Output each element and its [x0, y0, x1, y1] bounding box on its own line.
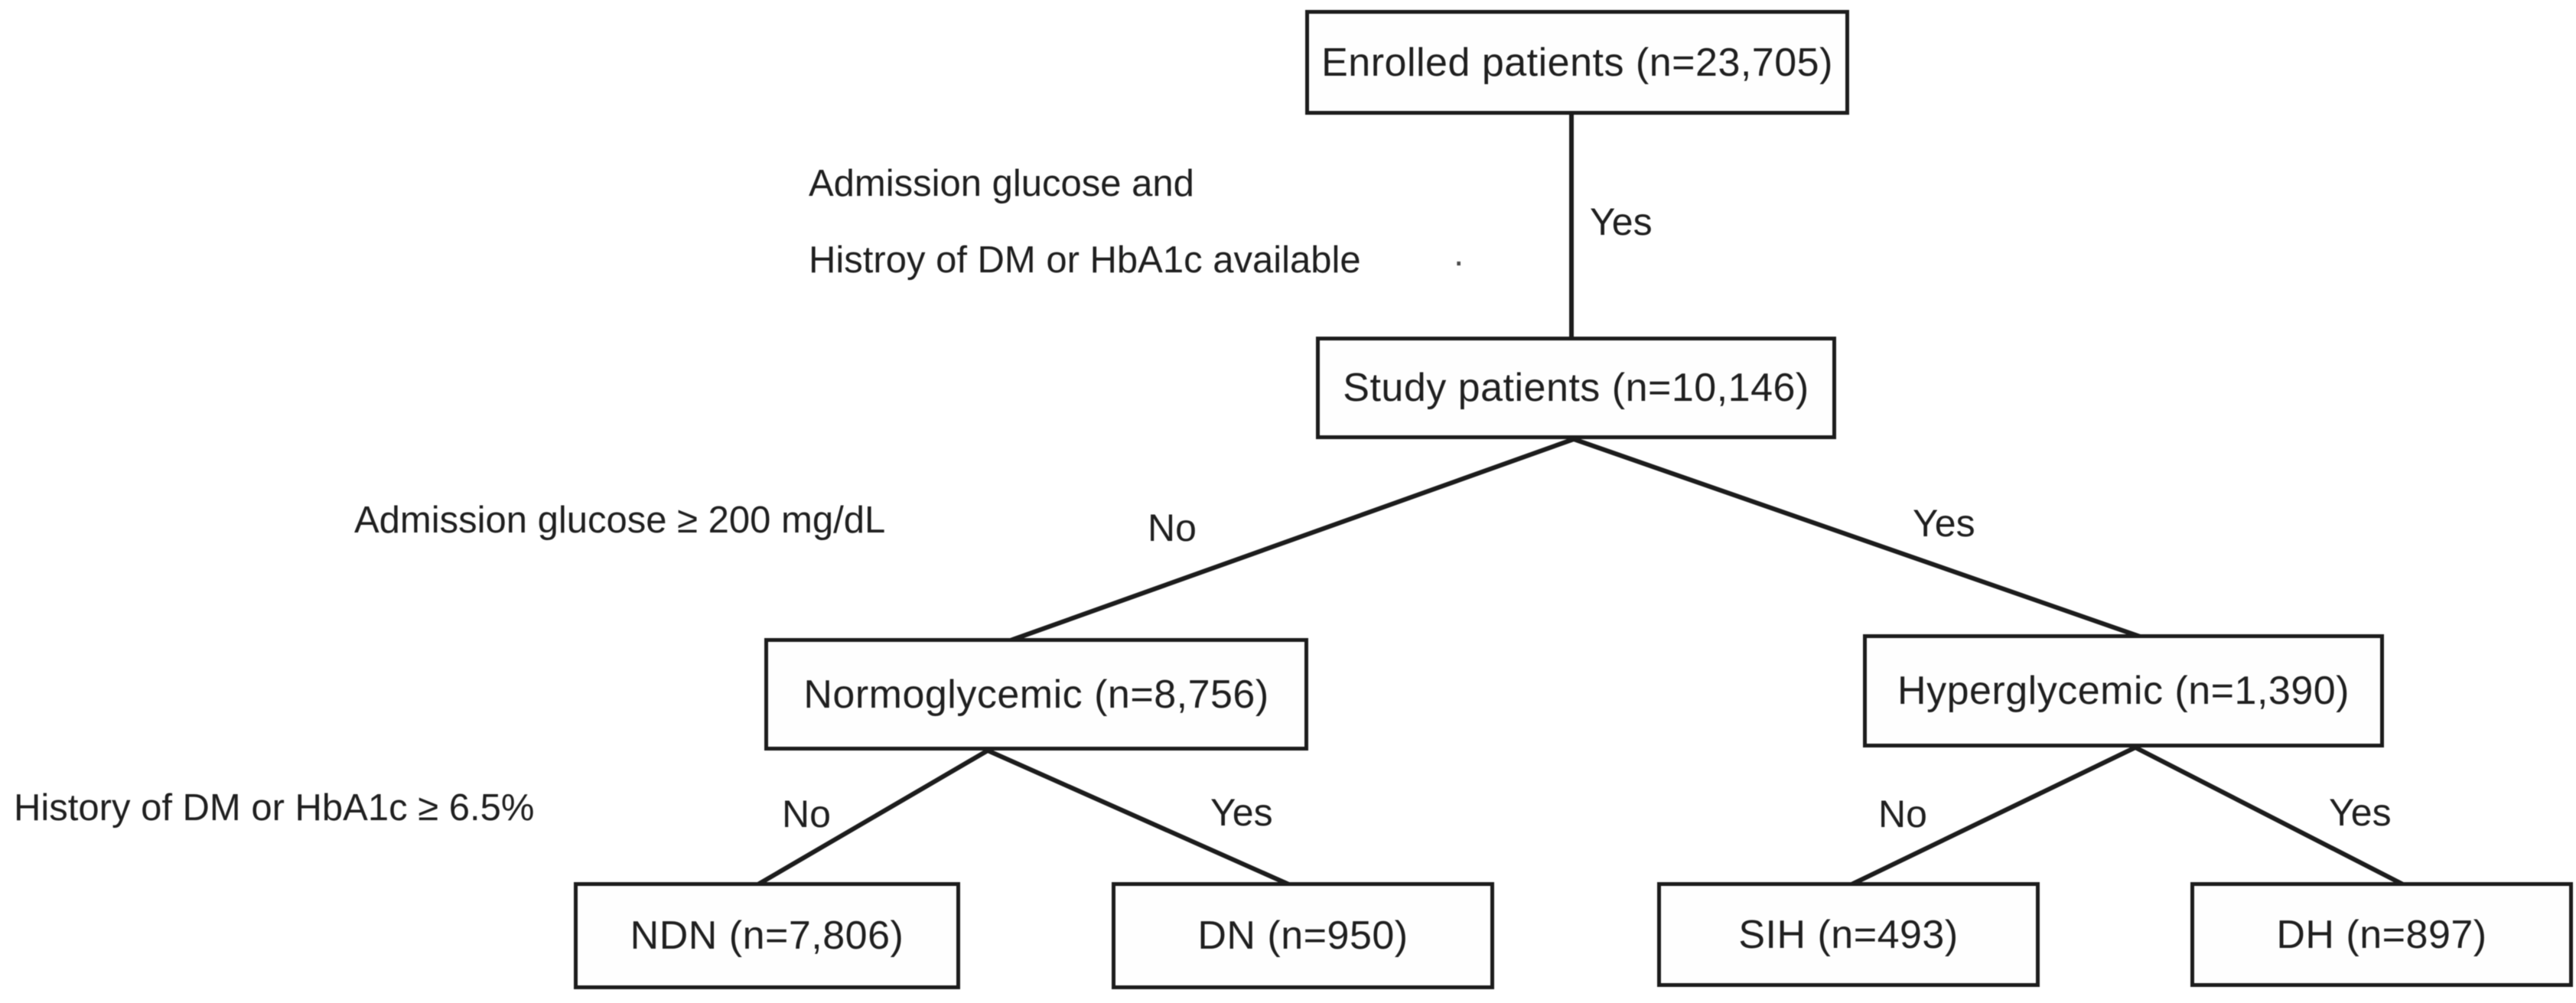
- node-normoglycemic: Normoglycemic (n=8,756): [764, 638, 1308, 751]
- criterion-history-dm-hba1c: History of DM or HbA1c ≥ 6.5%: [14, 787, 535, 829]
- branch-label-root-yes: Yes: [1590, 200, 1653, 243]
- criterion-admission-glucose: Admission glucose ≥ 200 mg/dL: [354, 500, 886, 541]
- branch-label-dm-right-yes: Yes: [2329, 791, 2392, 834]
- node-hyperglycemic: Hyperglycemic (n=1,390): [1863, 634, 2384, 747]
- node-ndn: NDN (n=7,806): [574, 882, 960, 989]
- branch-label-dm-left-no: No: [782, 793, 831, 835]
- edge-normoglycemic-to-ndn: [755, 748, 989, 887]
- edge-hyperglycemic-to-dh: [2134, 745, 2406, 887]
- stray-period-mark: .: [1454, 233, 1464, 274]
- node-study-patients: Study patients (n=10,146): [1316, 337, 1836, 439]
- criterion-availability-line1: Admission glucose and: [809, 163, 1194, 204]
- criterion-availability-line2: Histroy of DM or HbA1c available: [809, 239, 1361, 281]
- node-dh: DH (n=897): [2190, 882, 2573, 987]
- branch-label-dm-right-no: No: [1878, 793, 1927, 835]
- node-dn: DN (n=950): [1112, 882, 1494, 989]
- edge-hyperglycemic-to-sih: [1848, 745, 2137, 887]
- branch-label-glucose-yes: Yes: [1913, 502, 1975, 545]
- edge-study-to-hyperglycemic: [1573, 437, 2143, 640]
- edge-study-to-normoglycemic: [1007, 437, 1575, 643]
- edge-normoglycemic-to-dn: [986, 748, 1292, 887]
- branch-label-glucose-no: No: [1148, 506, 1197, 549]
- node-sih: SIH (n=493): [1657, 882, 2040, 987]
- node-enrolled-patients: Enrolled patients (n=23,705): [1305, 10, 1849, 115]
- branch-label-dm-left-yes: Yes: [1210, 791, 1273, 834]
